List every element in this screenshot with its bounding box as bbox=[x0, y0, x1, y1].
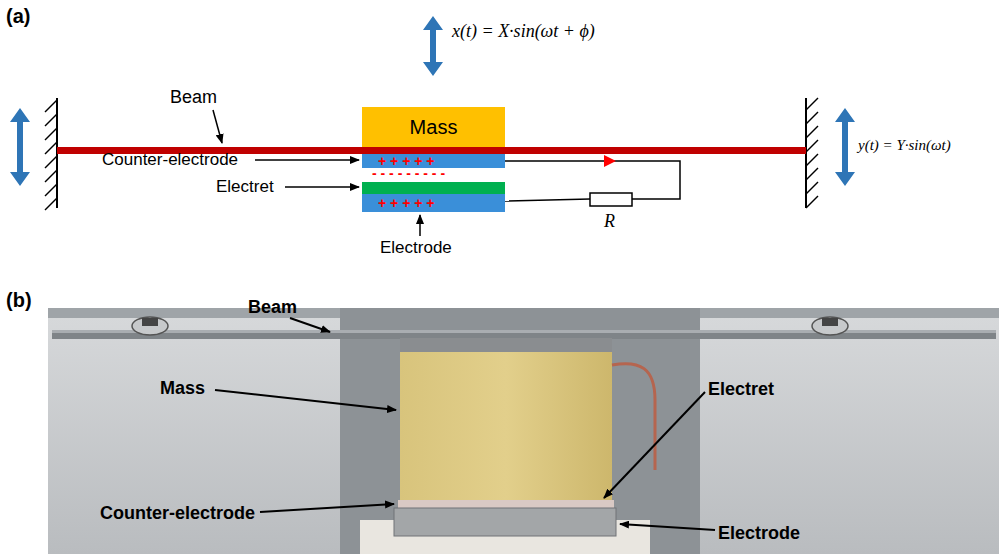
resistor-label: R bbox=[604, 210, 615, 232]
mass-block: Mass bbox=[362, 107, 505, 147]
panel-letter: (a) bbox=[6, 4, 30, 28]
part-name: Electrode bbox=[718, 522, 800, 544]
part-name: Mass bbox=[160, 377, 205, 399]
motion-equation: y(t) = Y·sin(ωt) bbox=[858, 136, 951, 154]
charge-signs: - - - - - - - - - bbox=[372, 166, 445, 180]
part-name: Electrode bbox=[380, 238, 452, 258]
motion-equation: x(t) = X·sin(ωt + ϕ) bbox=[452, 20, 595, 42]
part-name: Counter-electrode bbox=[100, 502, 255, 524]
part-name: Electret bbox=[216, 177, 274, 197]
node-text: Mass bbox=[410, 116, 458, 139]
part-name: Electret bbox=[708, 378, 774, 400]
part-name: Beam bbox=[248, 296, 297, 318]
charge-signs: + + + + + bbox=[378, 196, 434, 210]
part-name: Counter-electrode bbox=[102, 150, 238, 170]
part-name: Beam bbox=[170, 86, 217, 108]
panel-letter: (b) bbox=[6, 288, 32, 312]
